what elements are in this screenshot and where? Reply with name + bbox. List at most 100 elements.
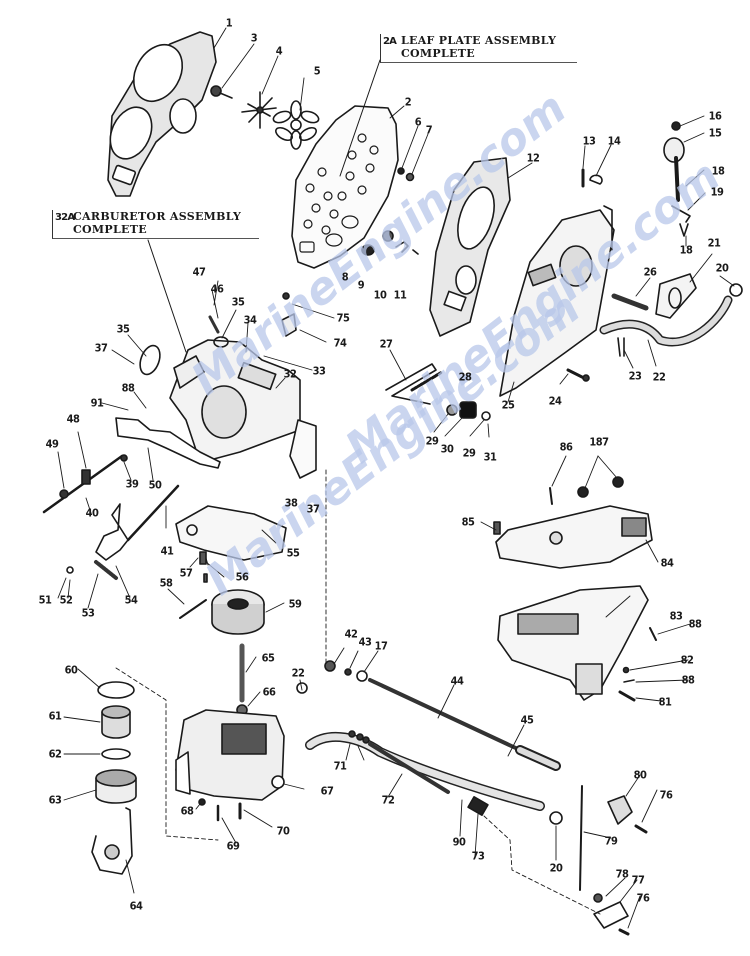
callout-69: 69 bbox=[226, 839, 240, 853]
part-55-gasket bbox=[175, 505, 287, 561]
part-20-22-hose bbox=[599, 283, 743, 347]
callout-60: 60 bbox=[64, 663, 78, 677]
part-59-float bbox=[179, 589, 265, 635]
callout-16: 16 bbox=[708, 109, 722, 123]
callout-86: 86 bbox=[559, 440, 573, 454]
part-32-carburetor-body bbox=[169, 339, 317, 479]
alignment-dashed-lines bbox=[115, 469, 601, 915]
callout-23: 23 bbox=[628, 369, 642, 383]
callout-30: 30 bbox=[440, 442, 454, 456]
callout-57: 57 bbox=[179, 566, 193, 580]
callout-31: 31 bbox=[483, 450, 497, 464]
callout-18a: 18 bbox=[711, 164, 725, 178]
callout-90: 90 bbox=[452, 835, 466, 849]
callout-45: 45 bbox=[520, 713, 534, 727]
callout-27: 27 bbox=[379, 337, 393, 351]
callout-19: 19 bbox=[710, 185, 724, 199]
callout-76b: 76 bbox=[636, 891, 650, 905]
callout-64: 64 bbox=[129, 899, 143, 913]
callout-61: 61 bbox=[48, 709, 62, 723]
callout-70: 70 bbox=[276, 824, 290, 838]
callout-35b: 35 bbox=[116, 322, 130, 336]
part-60-63-bowl-parts bbox=[95, 681, 137, 804]
callout-29b: 29 bbox=[462, 446, 476, 460]
callout-53: 53 bbox=[81, 606, 95, 620]
callout-68: 68 bbox=[180, 804, 194, 818]
callout-87: 187 bbox=[589, 435, 609, 449]
callout-13: 13 bbox=[582, 134, 596, 148]
assembly-bracket-lines bbox=[147, 59, 381, 353]
callout-39: 39 bbox=[125, 477, 139, 491]
callout-18b: 18 bbox=[679, 243, 693, 257]
assembly-number: 32A bbox=[55, 212, 75, 223]
assembly-number: 2A bbox=[383, 36, 397, 47]
callout-72: 72 bbox=[381, 793, 395, 807]
callout-54: 54 bbox=[124, 593, 138, 607]
callout-2: 2 bbox=[404, 95, 412, 109]
callout-10: 10 bbox=[373, 288, 387, 302]
callout-51: 51 bbox=[38, 593, 52, 607]
callout-24: 24 bbox=[548, 394, 562, 408]
callout-20b: 20 bbox=[549, 861, 563, 875]
callout-43: 43 bbox=[358, 635, 372, 649]
callout-47: 47 bbox=[192, 265, 206, 279]
callout-29a: 29 bbox=[425, 434, 439, 448]
part-83-base-pan bbox=[497, 585, 649, 701]
callout-73: 73 bbox=[471, 849, 485, 863]
callout-63: 63 bbox=[48, 793, 62, 807]
callout-42: 42 bbox=[344, 627, 358, 641]
callout-84: 84 bbox=[660, 556, 674, 570]
callout-15: 15 bbox=[708, 126, 722, 140]
callout-44: 44 bbox=[450, 674, 464, 688]
callout-17: 17 bbox=[374, 639, 388, 653]
callout-75: 75 bbox=[336, 311, 350, 325]
callout-8: 8 bbox=[341, 270, 349, 284]
callout-46: 46 bbox=[210, 282, 224, 296]
part-85-86-87-screws bbox=[493, 476, 624, 535]
part-50-throttle-lever bbox=[115, 417, 221, 469]
callout-41: 41 bbox=[160, 544, 174, 558]
part-23-24 bbox=[566, 337, 625, 382]
callout-76a: 76 bbox=[659, 788, 673, 802]
callout-28: 28 bbox=[458, 370, 472, 384]
part-65-66 bbox=[236, 643, 248, 716]
part-13-14 bbox=[581, 168, 603, 188]
callout-67: 67 bbox=[320, 784, 334, 798]
callout-59: 59 bbox=[288, 597, 302, 611]
part-4-leaf-stop bbox=[241, 91, 277, 129]
callout-77: 77 bbox=[631, 873, 645, 887]
part-64-clip bbox=[91, 807, 133, 875]
part-68-69-70 bbox=[198, 798, 242, 822]
callout-37b: 37 bbox=[306, 502, 320, 516]
part-1-gasket-plate bbox=[107, 31, 217, 197]
callout-50: 50 bbox=[148, 478, 162, 492]
callout-11: 11 bbox=[393, 288, 407, 302]
callout-80: 80 bbox=[633, 768, 647, 782]
part-48-49 bbox=[59, 469, 91, 499]
callout-79: 79 bbox=[604, 834, 618, 848]
callout-88a: 88 bbox=[121, 381, 135, 395]
callout-49: 49 bbox=[45, 437, 59, 451]
part-35-36-gaskets bbox=[139, 315, 229, 376]
part-54-lever bbox=[66, 503, 129, 580]
callout-82: 82 bbox=[680, 653, 694, 667]
callout-37a: 37 bbox=[94, 341, 108, 355]
callout-91: 91 bbox=[90, 396, 104, 410]
leader-lines bbox=[57, 27, 735, 929]
callout-85: 85 bbox=[461, 515, 475, 529]
callout-78: 78 bbox=[615, 867, 629, 881]
callout-83: 83 bbox=[669, 609, 683, 623]
callout-7: 7 bbox=[425, 123, 433, 137]
part-74-75 bbox=[281, 292, 297, 337]
callout-9: 9 bbox=[357, 278, 365, 292]
callout-33: 33 bbox=[312, 364, 326, 378]
part-21-flange-gasket bbox=[655, 273, 697, 319]
callout-3: 3 bbox=[250, 31, 258, 45]
callout-71: 71 bbox=[333, 759, 347, 773]
part-56-57 bbox=[199, 551, 208, 583]
part-12-gasket bbox=[429, 157, 511, 337]
callout-40: 40 bbox=[85, 506, 99, 520]
